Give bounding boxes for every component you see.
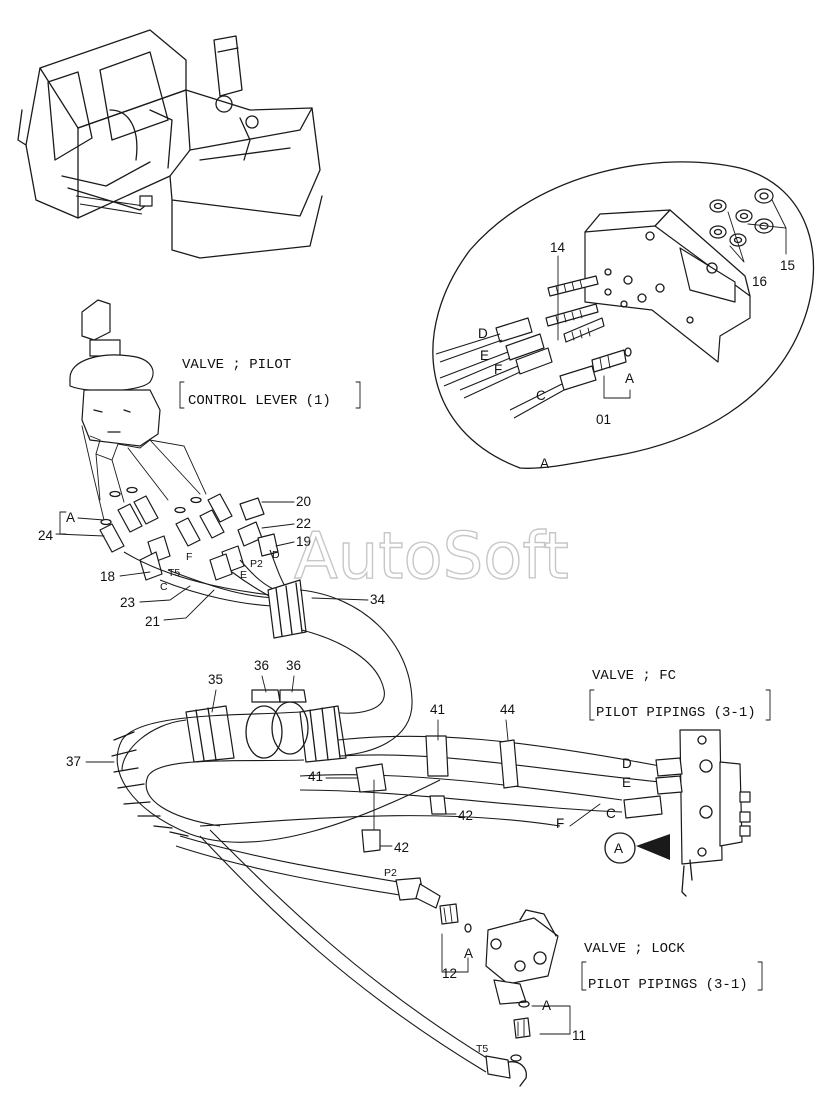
port-letter-f-lever: F (186, 551, 192, 563)
port-letter-e-lever: E (240, 569, 247, 581)
note-control-lever-text: CONTROL LEVER (1) (188, 393, 331, 409)
port-letter-a-12: A (464, 946, 473, 961)
part-number-37: 37 (66, 754, 81, 769)
part-number-36: 36 (254, 658, 269, 673)
part-number-42: 42 (394, 840, 409, 855)
part-number-42: 42 (458, 808, 473, 823)
port-letter-d-fc: D (622, 756, 632, 771)
detail-a-letter: A (540, 456, 549, 471)
port-letter-c-fc: C (606, 806, 616, 821)
detail-fittings (545, 275, 632, 373)
detail-seals-nuts (709, 188, 787, 263)
detail-callouts: 14 16 15 A 01 (550, 240, 795, 427)
detail-hoses: D E F C (435, 317, 597, 419)
note-valve-pilot: VALVE ; PILOT CONTROL LEVER (1) (179, 357, 361, 409)
part-number-41: 41 (430, 702, 445, 717)
excavator-cab-illustration (17, 29, 323, 259)
note-pilot-pipings-lock-text: PILOT PIPINGS (3-1) (588, 977, 748, 993)
watermark-text: AutoSoft (294, 520, 569, 594)
note-pilot-pipings-fc-text: PILOT PIPINGS (3-1) (596, 705, 756, 721)
note-valve-lock: VALVE ; LOCK PILOT PIPINGS (3-1) (581, 941, 763, 993)
port-letter-a-detail: A (625, 371, 634, 386)
control-lever (69, 299, 207, 526)
note-valve-fc: VALVE ; FC PILOT PIPINGS (3-1) (589, 668, 771, 721)
port-letter-t5-lock: T5 (476, 1043, 488, 1055)
part-number-21: 21 (145, 614, 160, 629)
fc-hoses (199, 735, 661, 827)
detail-valve-block (584, 209, 751, 363)
part-number-11: 11 (572, 1028, 586, 1043)
port-letter-f: F (494, 362, 502, 377)
hose-loop: 37 (66, 711, 441, 843)
part-number-22: 22 (296, 516, 311, 531)
fc-valve: D E C F A (556, 729, 751, 897)
note-valve-pilot-text: VALVE ; PILOT (182, 357, 291, 373)
port-letter-p2-lock: P2 (384, 867, 397, 879)
part-number-19: 19 (296, 534, 311, 549)
port-letter-p2-lever: P2 (250, 558, 263, 570)
note-valve-lock-text: VALVE ; LOCK (584, 941, 685, 957)
detail-a-ellipse: A (432, 161, 815, 471)
part-number-23: 23 (120, 595, 135, 610)
hose-bundle: 34 (123, 549, 413, 763)
part-number-41: 41 (308, 769, 323, 784)
part-number-01: 01 (596, 412, 611, 427)
hose-clamps: 35 36 36 (185, 658, 309, 763)
part-number-14: 14 (550, 240, 566, 255)
note-valve-fc-text: VALVE ; FC (592, 668, 676, 684)
port-letter-f-fc: F (556, 816, 564, 831)
port-letter-d-lever: D (272, 549, 280, 561)
detail-a-circle-letter: A (614, 841, 623, 856)
part-number-16: 16 (752, 274, 767, 289)
part-number-35: 35 (208, 672, 223, 687)
port-letter-e: E (480, 348, 489, 363)
part-number-15: 15 (780, 258, 795, 273)
part-number-18: 18 (100, 569, 115, 584)
lock-valve: P2 A 12 A 11 T5 (175, 829, 586, 1087)
part-number-20: 20 (296, 494, 311, 509)
fc-clamps: 41 41 44 42 42 (308, 702, 516, 855)
port-letter-a-24: A (66, 510, 75, 525)
part-number-12: 12 (442, 966, 457, 981)
port-letter-a-11: A (542, 998, 551, 1013)
port-letter-c: C (536, 388, 546, 403)
port-letter-c-lever: C (160, 581, 168, 593)
part-number-36: 36 (286, 658, 301, 673)
part-number-34: 34 (370, 592, 386, 607)
port-letter-e-fc: E (622, 775, 631, 790)
part-number-44: 44 (500, 702, 516, 717)
port-letter-d: D (478, 326, 488, 341)
part-number-24: 24 (38, 528, 54, 543)
